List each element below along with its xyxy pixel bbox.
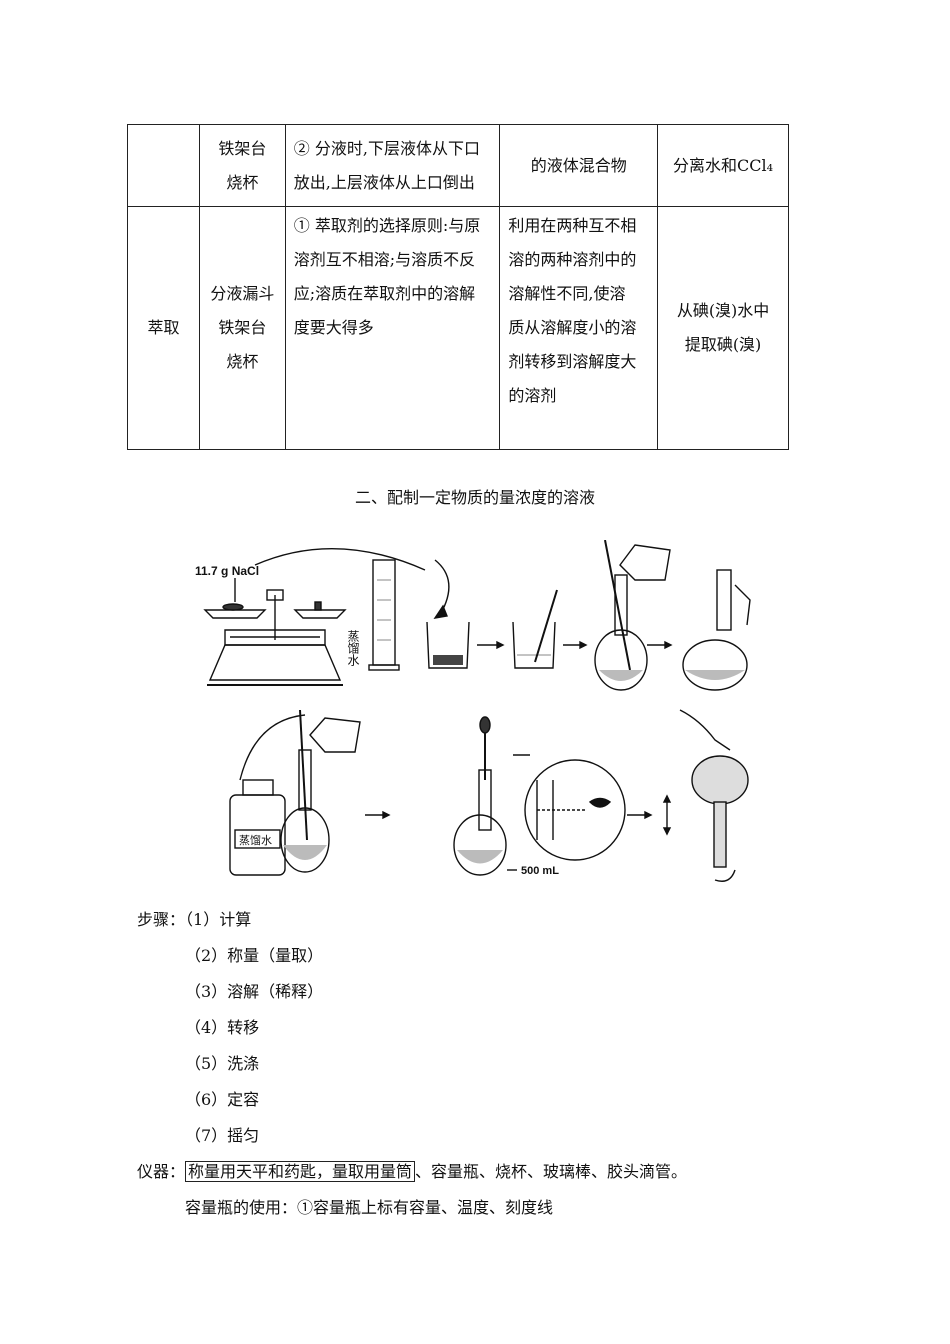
beaker-stirring xyxy=(512,589,588,669)
table-row: 铁架台 烧杯 ② 分液时,下层液体从下口 放出,上层液体从上口倒出 的液体混合物… xyxy=(127,124,789,207)
steps-label: 步骤： xyxy=(137,910,186,929)
flask-usage-line: 容量瓶的使用：①容量瓶上标有容量、温度、刻度线 xyxy=(185,1198,554,1217)
graduated-cylinder: 蒸馏水 xyxy=(346,559,400,671)
washing-step: 蒸馏水 xyxy=(229,709,391,876)
table-cell-apparatus: 铁架台 烧杯 xyxy=(198,124,286,207)
table-cell-example: 从碘(溴)水中 提取碘(溴) xyxy=(657,206,789,450)
instruments-boxed-text: 称量用天平和药匙，量取用量筒 xyxy=(185,1161,416,1182)
distilled-water-label: 蒸馏水 xyxy=(346,630,360,666)
balance-illustration: 11.7 g NaCl xyxy=(195,548,450,686)
invert-flask-shake xyxy=(662,709,749,882)
nacl-label: 11.7 g NaCl xyxy=(195,564,259,578)
step-item: （7）摇匀 xyxy=(185,1126,260,1145)
table-cell-method xyxy=(127,124,200,207)
instruments-line: 仪器：称量用天平和药匙，量取用量筒、容量瓶、烧杯、玻璃棒、胶头滴管。 xyxy=(137,1154,687,1190)
bottle-label: 蒸馏水 xyxy=(239,833,272,847)
table-cell-method: 萃取 xyxy=(127,206,200,450)
eye-level-magnifier xyxy=(524,759,653,861)
steps-line: 步骤：（1）计算 xyxy=(137,902,687,938)
separation-methods-table: 铁架台 烧杯 ② 分液时,下层液体从下口 放出,上层液体从上口倒出 的液体混合物… xyxy=(127,124,789,450)
step-item: （2）称量（量取） xyxy=(185,946,324,965)
swirling-flask xyxy=(682,569,751,691)
instruments-rest-text: 、容量瓶、烧杯、玻璃棒、胶头滴管。 xyxy=(415,1162,688,1181)
table-cell-scope: 的液体混合物 xyxy=(499,124,659,207)
dropper-fill-to-mark: 500 mL xyxy=(453,716,559,877)
table-row: 萃取 分液漏斗 铁架台 烧杯 ① 萃取剂的选择原则:与原 溶剂互不相溶;与溶质不… xyxy=(127,206,789,450)
instruments-label: 仪器： xyxy=(137,1162,186,1181)
volume-label: 500 mL xyxy=(521,865,559,877)
table-cell-apparatus: 分液漏斗 铁架台 烧杯 xyxy=(198,206,286,450)
step-item: （5）洗涤 xyxy=(185,1054,260,1073)
table-cell-notes: ② 分液时,下层液体从下口 放出,上层液体从上口倒出 xyxy=(284,124,501,207)
table-cell-scope: 利用在两种互不相 溶的两种溶剂中的 溶解性不同,使溶 质从溶解度小的溶 剂转移到… xyxy=(499,206,659,450)
step-item: （1）计算 xyxy=(185,910,252,929)
step-item: （4）转移 xyxy=(185,1018,260,1037)
volumetric-flask-transfer xyxy=(594,540,673,691)
step-item: （3）溶解（稀释） xyxy=(185,982,324,1001)
table-cell-notes: ① 萃取剂的选择原则:与原 溶剂互不相溶;与溶质不反 应;溶质在萃取剂中的溶解 … xyxy=(284,206,501,450)
procedure-text: 步骤：（1）计算 （2）称量（量取） （3）溶解（稀释） （4）转移 （5）洗涤… xyxy=(137,902,687,1226)
step-item: （6）定容 xyxy=(185,1090,260,1109)
solution-preparation-figure: 11.7 g NaCl 蒸馏水 xyxy=(195,540,751,882)
section-title: 二、配制一定物质的量浓度的溶液 xyxy=(354,488,595,507)
table-cell-example: 分离水和CCl₄ xyxy=(657,124,789,207)
beaker-with-solid xyxy=(426,621,505,669)
